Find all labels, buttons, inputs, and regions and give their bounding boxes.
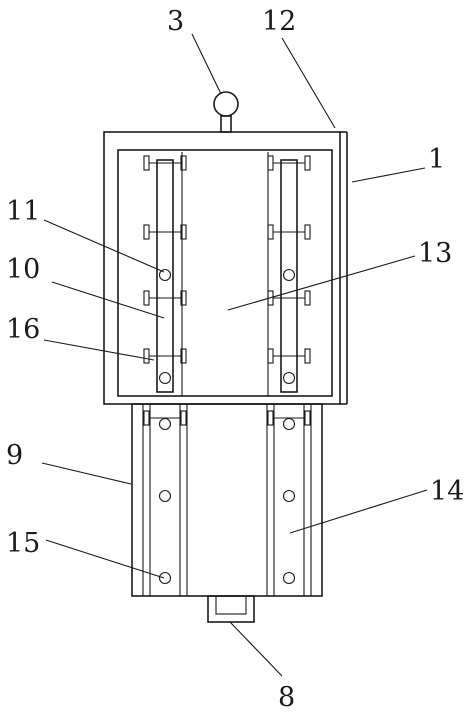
rail-hole-1-0 <box>282 268 296 282</box>
inner-frame <box>117 149 333 397</box>
roller-bracket-1-1 <box>267 224 311 240</box>
label-3: 3 <box>167 6 184 37</box>
roller-bracket-0-0 <box>143 155 187 171</box>
inner-plate <box>181 152 269 396</box>
rail-hole-0-2 <box>158 417 172 431</box>
rail-hole-0-1 <box>158 371 172 385</box>
label-10: 10 <box>6 254 40 285</box>
right-inner-rail <box>280 159 298 393</box>
rail-hole-1-1 <box>282 371 296 385</box>
rail-holes <box>158 268 296 585</box>
label-11: 11 <box>6 196 40 227</box>
rail-hole-1-4 <box>282 571 296 585</box>
label-14: 14 <box>430 476 464 507</box>
label-8: 8 <box>278 682 295 713</box>
roller-bracket-1-0 <box>267 155 311 171</box>
rail-hole-0-0 <box>158 268 172 282</box>
rail-hole-0-4 <box>158 571 172 585</box>
left-inner-rail <box>156 159 174 393</box>
label-9: 9 <box>6 440 23 471</box>
rail-hole-1-3 <box>282 489 296 503</box>
roller-bracket-0-2 <box>143 290 187 306</box>
roller-bracket-0-1 <box>143 224 187 240</box>
roller-bracket-0-3 <box>143 348 187 364</box>
bottom-block <box>207 595 255 623</box>
leader-lines <box>41 33 428 677</box>
label-13: 13 <box>418 238 452 269</box>
roller-brackets <box>143 155 311 426</box>
rail-hole-1-2 <box>282 417 296 431</box>
label-15: 15 <box>6 528 40 559</box>
roller-bracket-1-3 <box>267 348 311 364</box>
label-1: 1 <box>428 144 445 175</box>
label-16: 16 <box>6 314 40 345</box>
roller-bracket-1-2 <box>267 290 311 306</box>
top-knob <box>213 91 239 133</box>
label-12: 12 <box>262 6 296 37</box>
lower-rail-base <box>131 403 323 597</box>
rail-hole-0-3 <box>158 489 172 503</box>
labels: 3 12 1 11 13 10 16 9 14 15 8 <box>6 6 464 713</box>
